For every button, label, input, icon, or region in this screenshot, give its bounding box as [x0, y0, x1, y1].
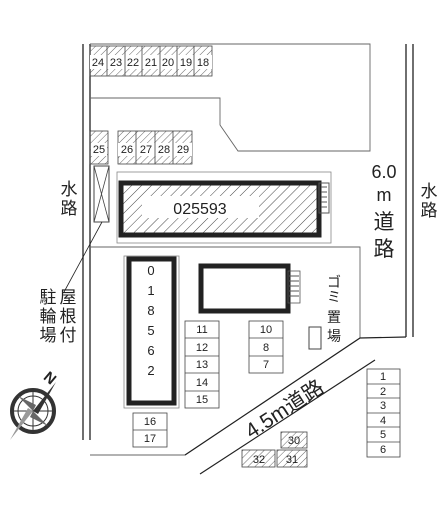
svg-text:場: 場 — [40, 326, 57, 345]
main-building-code: 025593 — [173, 201, 226, 218]
svg-text:輪: 輪 — [40, 307, 57, 326]
parking-space: 13 — [196, 359, 208, 371]
main-building-lot — [116, 171, 332, 244]
parking-space: 4 — [380, 415, 386, 427]
svg-text:道: 道 — [374, 211, 395, 234]
diagonal-road-edge-lower — [199, 359, 376, 475]
compass-rose-icon: N — [10, 368, 59, 440]
svg-text:ミ: ミ — [327, 289, 341, 305]
bicycle-parking-label: 屋 根 付 駐 輪 場 — [40, 288, 77, 345]
svg-text:場: 場 — [327, 328, 341, 344]
small-building — [198, 263, 301, 314]
parking-space: 16 — [144, 416, 156, 428]
svg-text:付: 付 — [60, 326, 77, 345]
parking-space: 27 — [140, 144, 152, 156]
parking-col-a: 11 12 13 14 15 — [184, 320, 220, 409]
parking-space: 19 — [180, 57, 192, 69]
bicycle-parking — [63, 165, 110, 293]
parking-space: 15 — [196, 394, 208, 406]
svg-text:6: 6 — [147, 343, 154, 358]
parking-space: 32 — [253, 454, 265, 466]
parking-space: 23 — [110, 57, 122, 69]
svg-text:置: 置 — [327, 309, 341, 325]
parking-space: 5 — [380, 429, 386, 441]
parking-space: 12 — [196, 342, 208, 354]
parking-space: 6 — [380, 444, 386, 456]
garbage-label: ゴ ミ 置 場 — [327, 274, 341, 344]
parking-space: 20 — [162, 57, 174, 69]
parking-space: 22 — [127, 57, 139, 69]
svg-text:路: 路 — [421, 201, 438, 220]
parking-space: 26 — [121, 144, 133, 156]
parking-space: 14 — [196, 377, 208, 389]
lot-boundary — [90, 43, 371, 152]
parking-space: 24 — [92, 57, 104, 69]
parking-space: 31 — [286, 454, 298, 466]
canal-label-left: 水 路 — [61, 180, 78, 218]
canal-label-right: 水 路 — [421, 182, 438, 220]
svg-text:6.0: 6.0 — [371, 162, 396, 182]
svg-text:ゴ: ゴ — [327, 274, 341, 290]
parking-space: 10 — [260, 324, 272, 336]
parking-space: 2 — [380, 386, 386, 398]
svg-text:駐: 駐 — [40, 288, 57, 307]
parking-space: 30 — [288, 435, 300, 447]
svg-text:水: 水 — [421, 182, 438, 201]
parking-space: 29 — [177, 144, 189, 156]
left-canal — [82, 44, 91, 440]
parking-space: 18 — [197, 57, 209, 69]
parking-space: 7 — [263, 359, 269, 371]
second-building — [123, 255, 180, 409]
compass-north-letter: N — [40, 368, 59, 388]
right-canal — [405, 44, 414, 337]
parking-row-top: 24 23 22 21 20 19 18 — [89, 45, 213, 77]
parking-col-c: 16 17 — [132, 412, 168, 448]
svg-text:水: 水 — [61, 180, 78, 199]
garbage-area — [308, 326, 322, 350]
parking-space: 21 — [145, 57, 157, 69]
parking-col-d: 1 2 3 4 5 6 — [366, 368, 401, 458]
parking-space: 3 — [380, 400, 386, 412]
svg-text:路: 路 — [61, 199, 78, 218]
parking-hatched-bottom: 30 32 31 — [241, 431, 308, 468]
svg-text:2: 2 — [147, 363, 154, 378]
svg-text:根: 根 — [60, 307, 77, 326]
svg-text:m: m — [377, 185, 392, 205]
main-road-label: 6.0 m 道 路 — [366, 158, 403, 262]
parking-space: 1 — [380, 371, 386, 383]
svg-text:5: 5 — [147, 323, 154, 338]
parking-space: 11 — [196, 324, 207, 336]
svg-text:1: 1 — [147, 283, 154, 298]
svg-text:路: 路 — [374, 238, 395, 261]
parking-space: 8 — [263, 342, 269, 354]
parking-row-mid: 25 26 27 28 29 — [89, 130, 193, 165]
svg-text:屋: 屋 — [60, 288, 77, 307]
second-building-code: 0 1 8 5 6 2 — [147, 263, 154, 378]
diagonal-road-edge-upper — [184, 336, 407, 456]
parking-space: 25 — [93, 144, 105, 156]
svg-text:0: 0 — [147, 263, 154, 278]
parking-col-b: 10 8 7 — [248, 320, 284, 374]
main-building: 025593 — [118, 180, 330, 238]
parking-space: 28 — [158, 144, 170, 156]
parking-space: 17 — [144, 433, 156, 445]
svg-text:8: 8 — [147, 303, 154, 318]
